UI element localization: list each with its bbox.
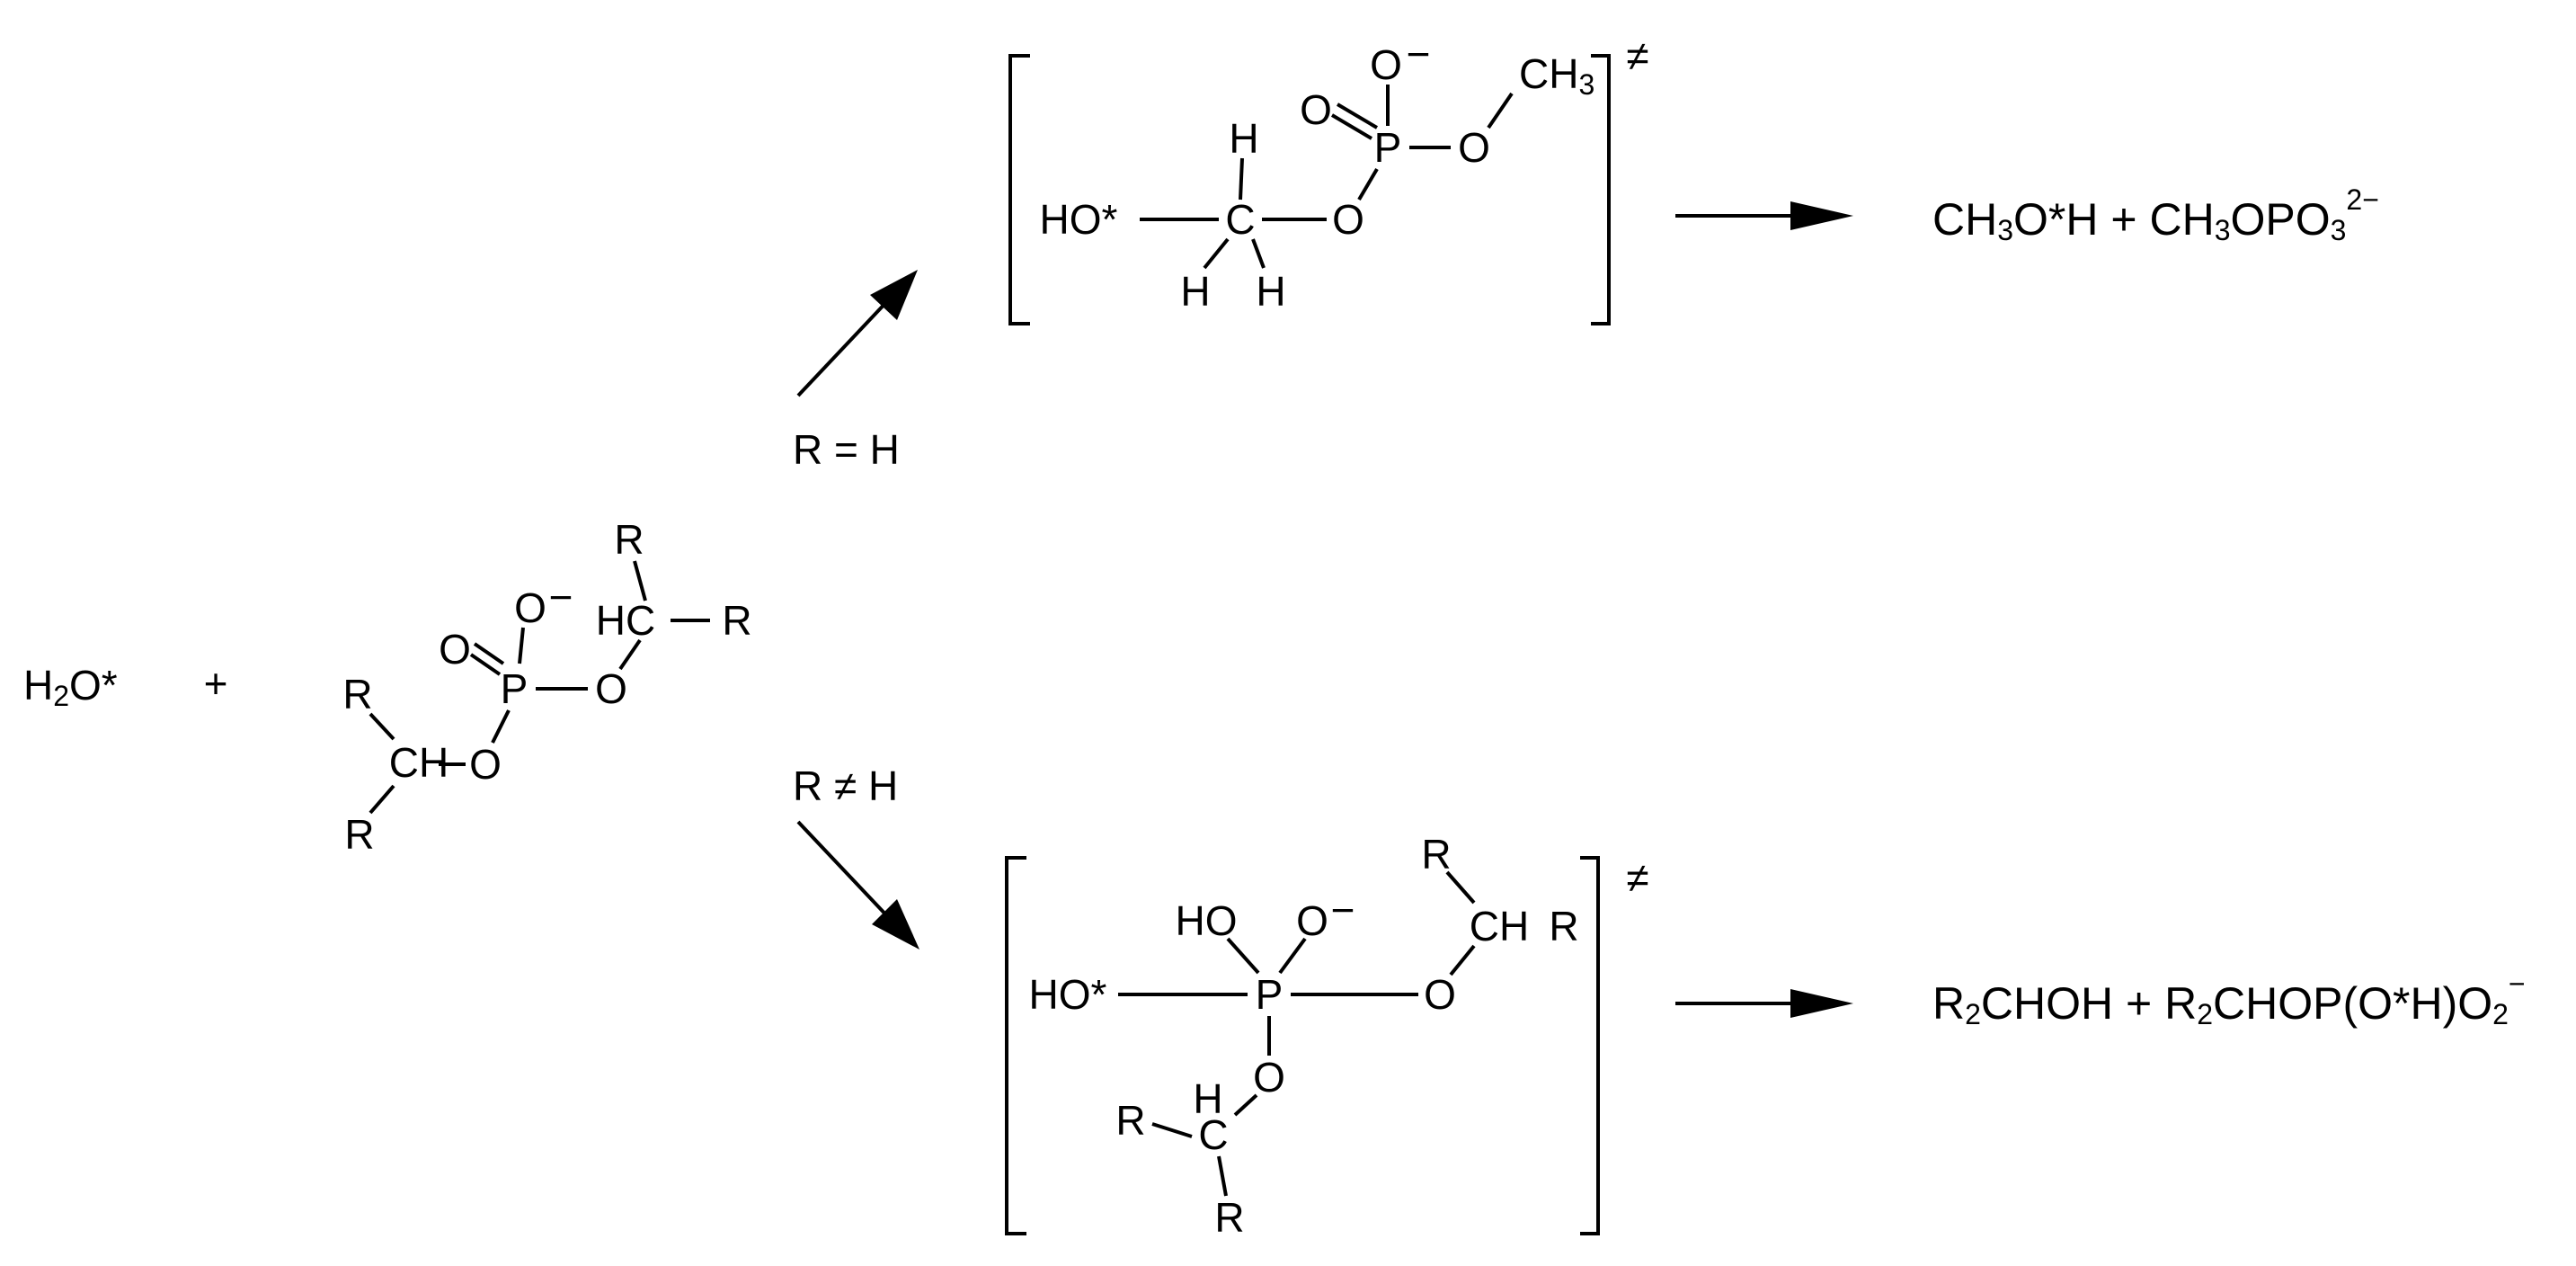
r-group-bottom: R xyxy=(1214,1194,1244,1241)
hydrogen-bottom-left: H xyxy=(1180,268,1210,315)
phosphate-o-left: O xyxy=(469,741,502,788)
bridging-oxygen: O xyxy=(1332,196,1364,243)
methoxy-oxygen: O xyxy=(1458,124,1490,171)
products-lower: R2CHOH + R2CHOP(O*H)O2− xyxy=(1932,967,2526,1030)
bracket-left xyxy=(1005,856,1026,1235)
bracket-right xyxy=(1591,54,1611,325)
bond-ch-r-right-top xyxy=(1445,870,1476,905)
r-group-top: R xyxy=(614,516,644,563)
hc-carbon: HC xyxy=(596,597,655,644)
arrow-down-shaft xyxy=(796,820,893,923)
bond-o-methyl xyxy=(1487,92,1514,129)
phosphate-o-minus: O xyxy=(1296,897,1328,944)
transition-state-lower: ≠ HO* P HO O − O O CH R R H C R R xyxy=(1005,831,1649,1241)
hydrogen-bottom-right: H xyxy=(1256,268,1285,315)
bond-p-o-double-a xyxy=(1330,113,1373,140)
bond-carbon-h-right xyxy=(1251,238,1266,269)
bond-p-o-double-b xyxy=(473,642,505,665)
bond-p-o-double-a xyxy=(469,653,502,676)
phosphate-charge: − xyxy=(1331,887,1355,933)
phosphate-o-minus: O xyxy=(514,584,546,631)
c-carbon-bottom: C xyxy=(1198,1111,1228,1158)
bond-ch-r-left-bottom xyxy=(369,784,395,815)
bond-o-hc xyxy=(618,638,642,671)
phosphorus-atom: P xyxy=(501,665,529,712)
bond-o-ch-right xyxy=(1449,944,1476,976)
phosphate-o-right: O xyxy=(595,665,627,712)
bond-o-ch-bottom xyxy=(1233,1093,1258,1117)
transition-state-upper: ≠ HO* C H H H O P O O − O CH3 xyxy=(1008,31,1649,325)
phosphorus-atom: P xyxy=(1374,124,1402,171)
r-group-left-bottom: R xyxy=(344,811,374,858)
hydrogen-top: H xyxy=(1229,115,1258,162)
arrow-up-head xyxy=(870,270,918,320)
r-group-right: R xyxy=(1549,903,1578,950)
r-group-bottom-left: R xyxy=(1115,1097,1145,1144)
phosphate-o-double: O xyxy=(439,626,471,673)
phosphate-charge: − xyxy=(549,574,573,620)
phosphate-o-bottom: O xyxy=(1253,1054,1285,1101)
arrow-upper-head xyxy=(1790,201,1853,230)
bond-c-r-bottom xyxy=(1217,1155,1228,1197)
methyl-group: CH3 xyxy=(1519,50,1594,101)
bond-p-o-double-b xyxy=(1336,103,1379,129)
bond-carbon-h-top xyxy=(1239,157,1244,201)
bond-hc-r-top xyxy=(633,560,647,602)
bond-carbon-h-left xyxy=(1203,237,1230,270)
bond-ch-r-left-top xyxy=(369,712,395,741)
product-arrows xyxy=(1675,201,1853,1018)
bond-c-r-bottom-left xyxy=(1151,1122,1193,1138)
water-formula: H2O* xyxy=(23,662,118,712)
ch-carbon-right: CH xyxy=(1470,903,1529,950)
bond-oxygen-phosphorus xyxy=(1357,167,1379,201)
hydrogen-bottom: H xyxy=(1193,1075,1222,1122)
phosphodiester-structure: O − O P O O HC CH R R R R xyxy=(342,516,751,858)
transition-state-symbol: ≠ xyxy=(1626,32,1648,79)
transition-state-symbol: ≠ xyxy=(1626,854,1648,901)
bond-p-o-minus xyxy=(1278,937,1307,975)
bond-p-o-minus xyxy=(518,627,525,664)
branch-arrows: R = H R ≠ H xyxy=(793,270,919,950)
r-group-right-top: R xyxy=(1421,831,1451,878)
hydroxyl-nucleophile: HO* xyxy=(1040,196,1118,243)
central-carbon: C xyxy=(1225,196,1255,243)
plus-sign: + xyxy=(204,660,228,707)
r-group-right: R xyxy=(722,597,751,644)
arrow-down-head xyxy=(872,899,919,950)
hydroxyl-nucleophile: HO* xyxy=(1029,971,1107,1018)
bond-p-oh xyxy=(1226,937,1260,975)
arrow-lower-head xyxy=(1790,989,1853,1018)
phosphate-charge: − xyxy=(1407,31,1431,77)
bracket-right xyxy=(1580,856,1600,1235)
phosphate-o-right: O xyxy=(1424,971,1456,1018)
reactants: H2O* + O − O P O O HC CH R R R R xyxy=(23,516,752,858)
condition-r-not-equal-h: R ≠ H xyxy=(793,762,898,809)
bracket-left xyxy=(1008,54,1030,325)
phosphate-o-minus: O xyxy=(1370,41,1402,88)
products-upper: CH3O*H + CH3OPO32− xyxy=(1932,183,2379,246)
bond-p-o-left xyxy=(491,709,511,744)
r-group-left-top: R xyxy=(342,671,372,718)
phosphate-o-double: O xyxy=(1300,86,1332,133)
phosphorus-atom: P xyxy=(1256,971,1284,1018)
phosphate-oh: HO xyxy=(1176,897,1238,944)
arrow-up-shaft xyxy=(796,297,892,397)
condition-r-equals-h: R = H xyxy=(793,426,900,473)
